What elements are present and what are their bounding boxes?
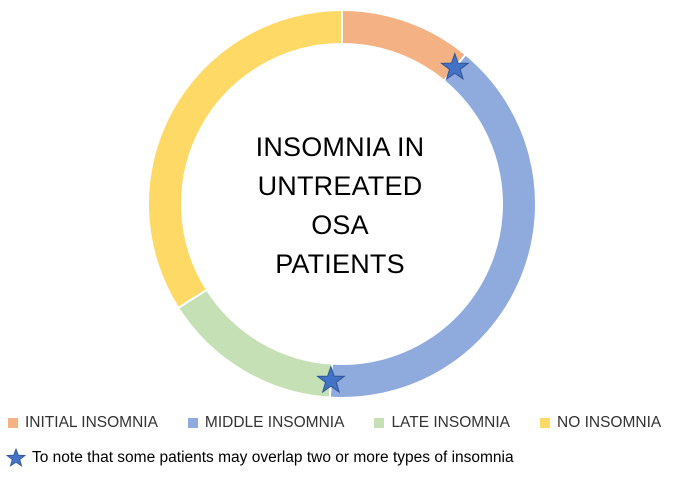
chart-title-line-1: INSOMNIA IN — [255, 132, 425, 162]
legend-swatch — [374, 418, 385, 428]
star-icon — [6, 448, 26, 467]
chart-title-line-3: OSA — [311, 210, 369, 240]
legend-label: INITIAL INSOMNIA — [25, 414, 158, 431]
star-marker-2 — [316, 365, 346, 394]
overlap-note-text: To note that some patients may overlap t… — [32, 449, 514, 466]
star-marker-1 — [440, 52, 470, 81]
legend-item-late-insomnia: LATE INSOMNIA — [374, 414, 510, 432]
legend-item-middle-insomnia: MIDDLE INSOMNIA — [187, 414, 345, 432]
legend-swatch — [540, 418, 551, 428]
overlap-note: To note that some patients may overlap t… — [6, 448, 682, 468]
chart-title-line-2: UNTREATED — [257, 171, 423, 201]
legend-swatch — [187, 418, 198, 428]
donut-slice-initial-insomnia — [341, 8, 468, 83]
legend-label: LATE INSOMNIA — [391, 414, 511, 431]
legend-item-no-insomnia: NO INSOMNIA — [540, 414, 661, 432]
donut-slice-no-insomnia — [147, 8, 343, 310]
legend-label: NO INSOMNIA — [557, 414, 662, 431]
legend-label: MIDDLE INSOMNIA — [204, 414, 345, 431]
legend-item-initial-insomnia: INITIAL INSOMNIA — [8, 414, 158, 432]
donut-chart — [147, 8, 537, 399]
chart-legend: INITIAL INSOMNIA MIDDLE INSOMNIA LATE IN… — [8, 414, 684, 432]
chart-title-line-4: PATIENTS — [275, 249, 405, 279]
chart-title: INSOMNIA IN UNTREATED OSA PATIENTS — [200, 128, 480, 284]
donut-slice-late-insomnia — [176, 288, 334, 399]
legend-swatch — [8, 418, 18, 428]
